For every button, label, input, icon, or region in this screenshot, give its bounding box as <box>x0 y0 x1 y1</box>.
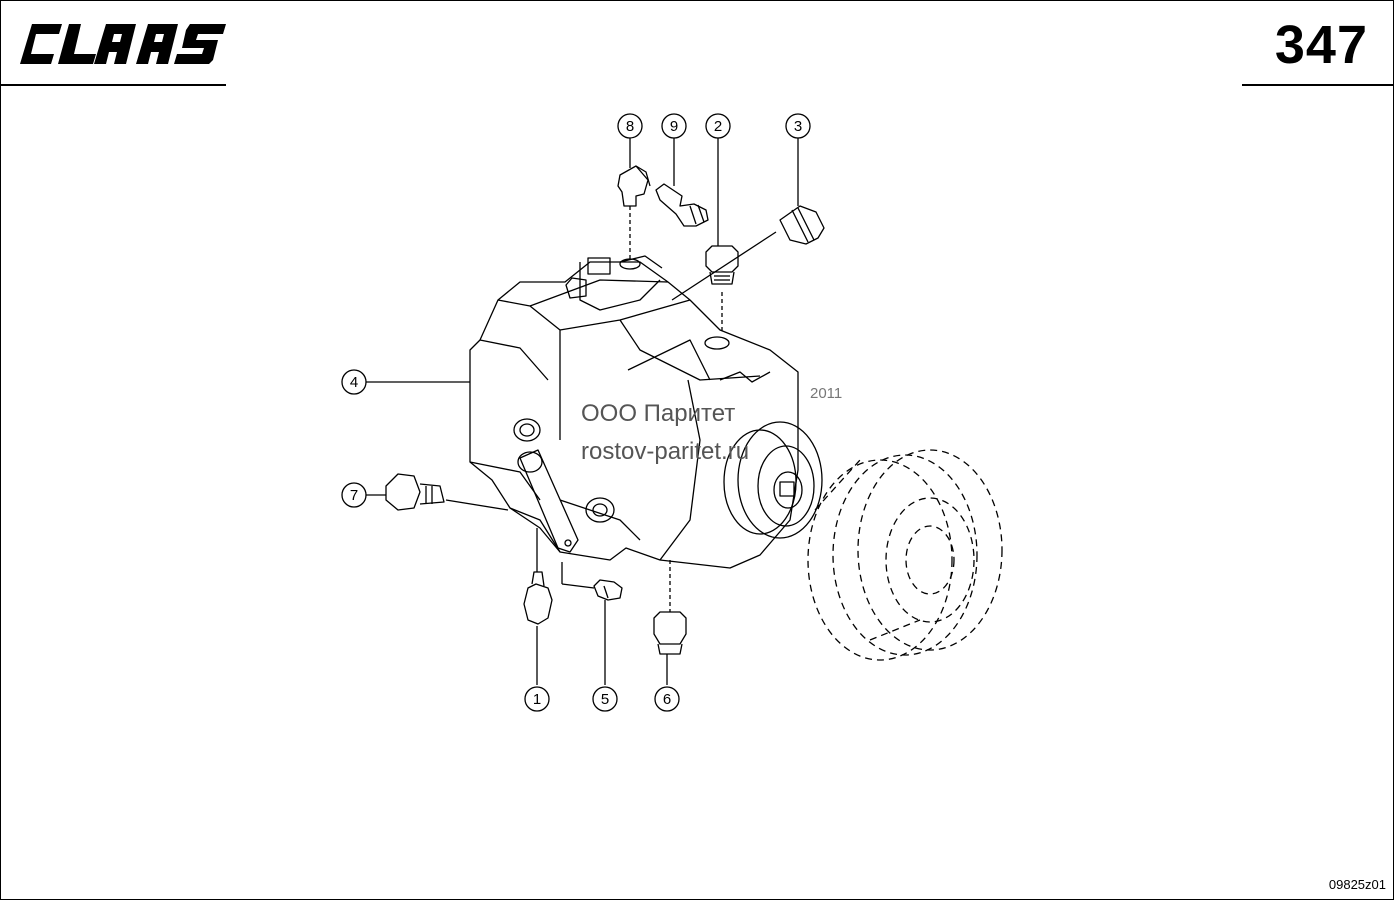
watermark-company: ООО Паритет <box>581 400 736 427</box>
callout-9 <box>661 113 687 139</box>
connector-7 <box>385 473 509 511</box>
wheel-dashed <box>807 449 1003 661</box>
callout-label-2: 2 <box>714 118 722 135</box>
callout-label-4: 4 <box>350 374 358 391</box>
page-number: 347 <box>1274 15 1368 75</box>
callout-4 <box>341 369 367 395</box>
fitting-2 <box>705 245 739 332</box>
claas-logo <box>20 24 226 64</box>
watermark-year: 2011 <box>810 385 843 402</box>
callout-8 <box>617 113 643 139</box>
page-number-underline <box>1242 84 1394 86</box>
hydraulic-pump-body <box>469 255 799 569</box>
control-lever <box>517 449 579 553</box>
callout-label-1: 1 <box>533 691 541 708</box>
callout-label-7: 7 <box>350 487 358 504</box>
callout-2 <box>705 113 731 139</box>
callout-6 <box>654 686 680 712</box>
callouts <box>341 113 811 712</box>
elbow-fitting-8 <box>617 165 651 260</box>
swivel-fitting-9 <box>655 183 709 227</box>
fitting-6 <box>653 560 687 685</box>
drive-flange <box>723 421 823 539</box>
plug-3 <box>671 205 825 301</box>
callout-label-5: 5 <box>601 691 609 708</box>
callout-label-3: 3 <box>794 118 802 135</box>
callout-1 <box>524 686 550 712</box>
fitting-5 <box>561 562 623 685</box>
logo-underline <box>0 84 226 86</box>
fitting-1 <box>523 528 553 685</box>
callout-label-6: 6 <box>663 691 671 708</box>
callout-label-8: 8 <box>626 118 634 135</box>
callout-3 <box>785 113 811 139</box>
drawing-code: 09825z01 <box>1328 877 1386 892</box>
callout-label-9: 9 <box>670 118 678 135</box>
watermark-website: rostov-paritet.ru <box>581 438 750 465</box>
callout-5 <box>592 686 618 712</box>
